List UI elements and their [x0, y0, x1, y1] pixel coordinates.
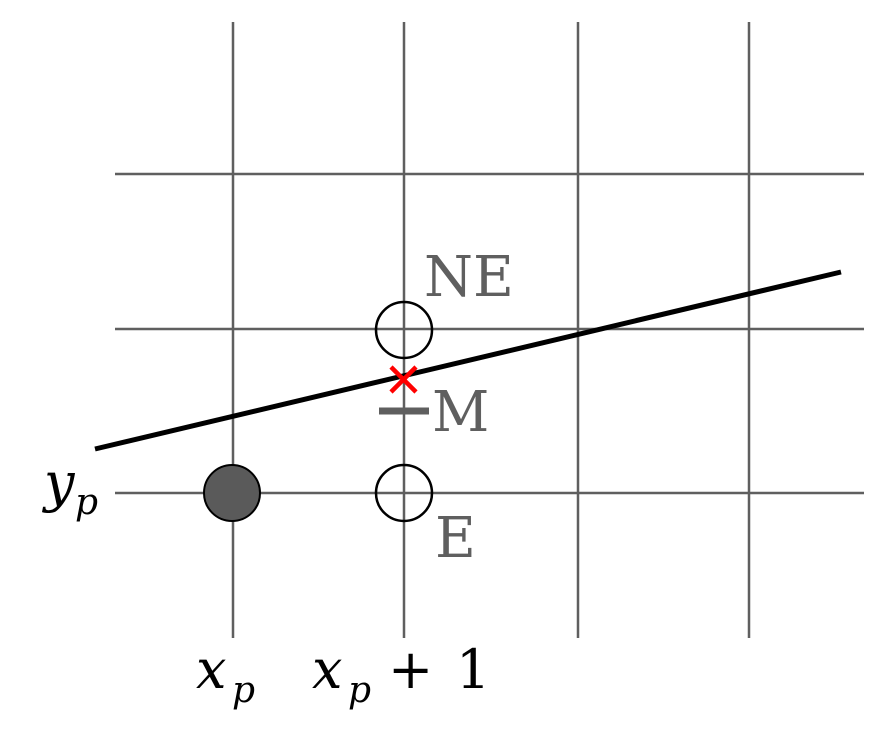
- x1-label-subscript: p: [232, 670, 255, 711]
- horizontal-grid-lines: [115, 172, 864, 495]
- x2-label-plus: +: [388, 638, 433, 701]
- x2-label-main: x: [312, 638, 342, 701]
- m-label: M: [432, 380, 489, 445]
- e-candidate-pixel: [374, 463, 434, 523]
- x-label-next: x p + 1: [312, 638, 490, 711]
- x1-label-main: x: [196, 638, 226, 701]
- ne-label: NE: [424, 245, 514, 310]
- y-label-main: y: [42, 451, 76, 514]
- intersection-cross-icon: [389, 365, 418, 394]
- current-pixel: [203, 464, 261, 522]
- x2-label-subscript: p: [348, 670, 371, 711]
- rasterized-line: [94, 269, 842, 452]
- e-label: E: [435, 506, 476, 571]
- ne-candidate-pixel: [374, 300, 434, 360]
- x2-label-one: 1: [456, 638, 490, 701]
- y-label-subscript: p: [75, 482, 98, 523]
- x-label-current: x p: [196, 638, 255, 711]
- y-axis-label: y p: [42, 451, 98, 523]
